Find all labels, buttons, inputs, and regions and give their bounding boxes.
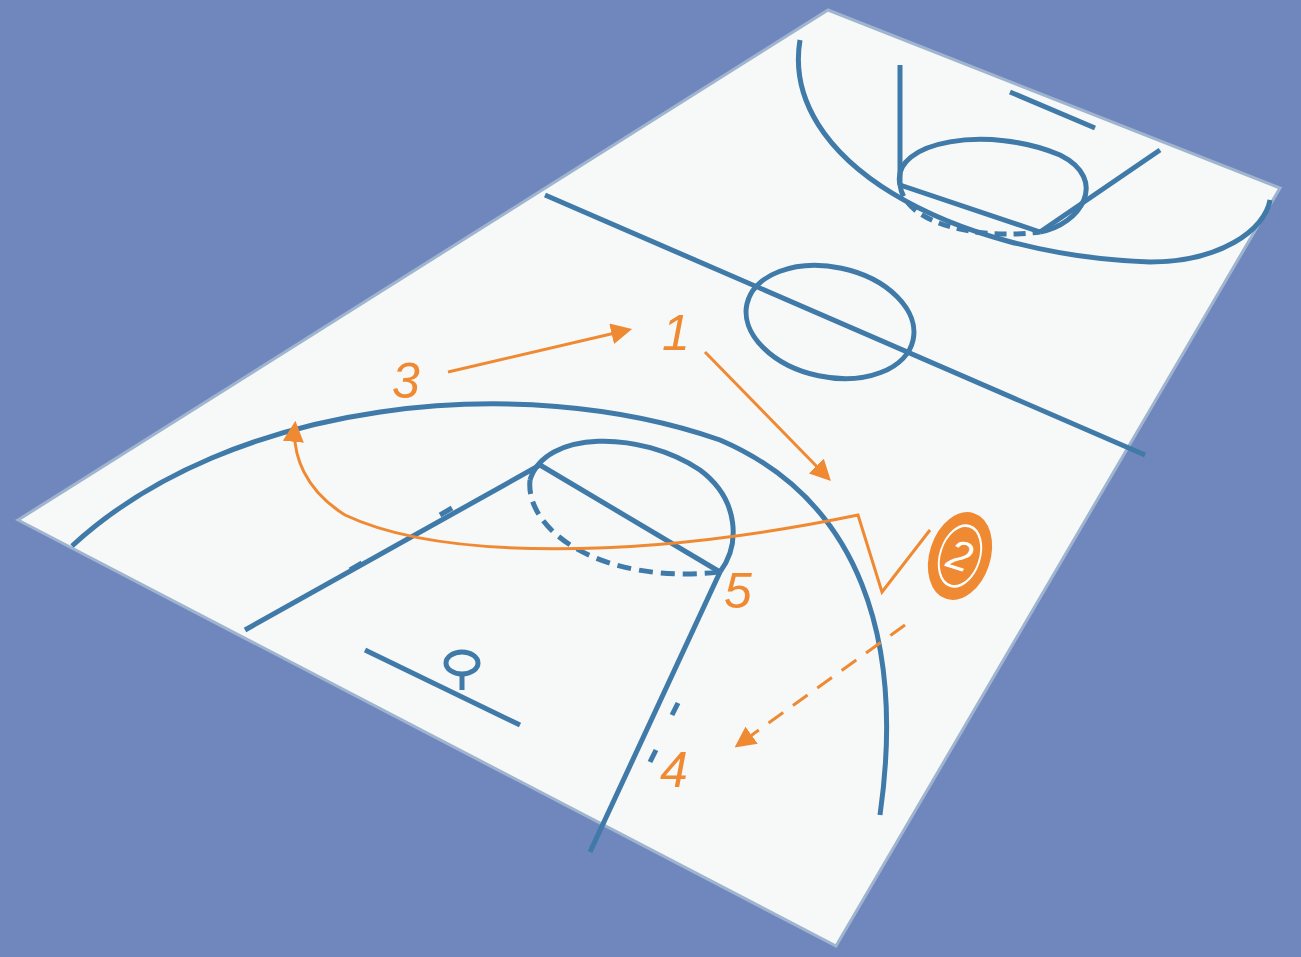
player-number: 3 (392, 356, 420, 406)
player-number: 1 (662, 308, 690, 358)
court-lines (72, 40, 1270, 852)
play-arrows (295, 330, 930, 745)
player-number: 4 (660, 745, 688, 795)
ball-handler-circle: 2 (916, 503, 1003, 610)
court-floor (18, 10, 1280, 946)
player-number: 5 (724, 566, 752, 616)
